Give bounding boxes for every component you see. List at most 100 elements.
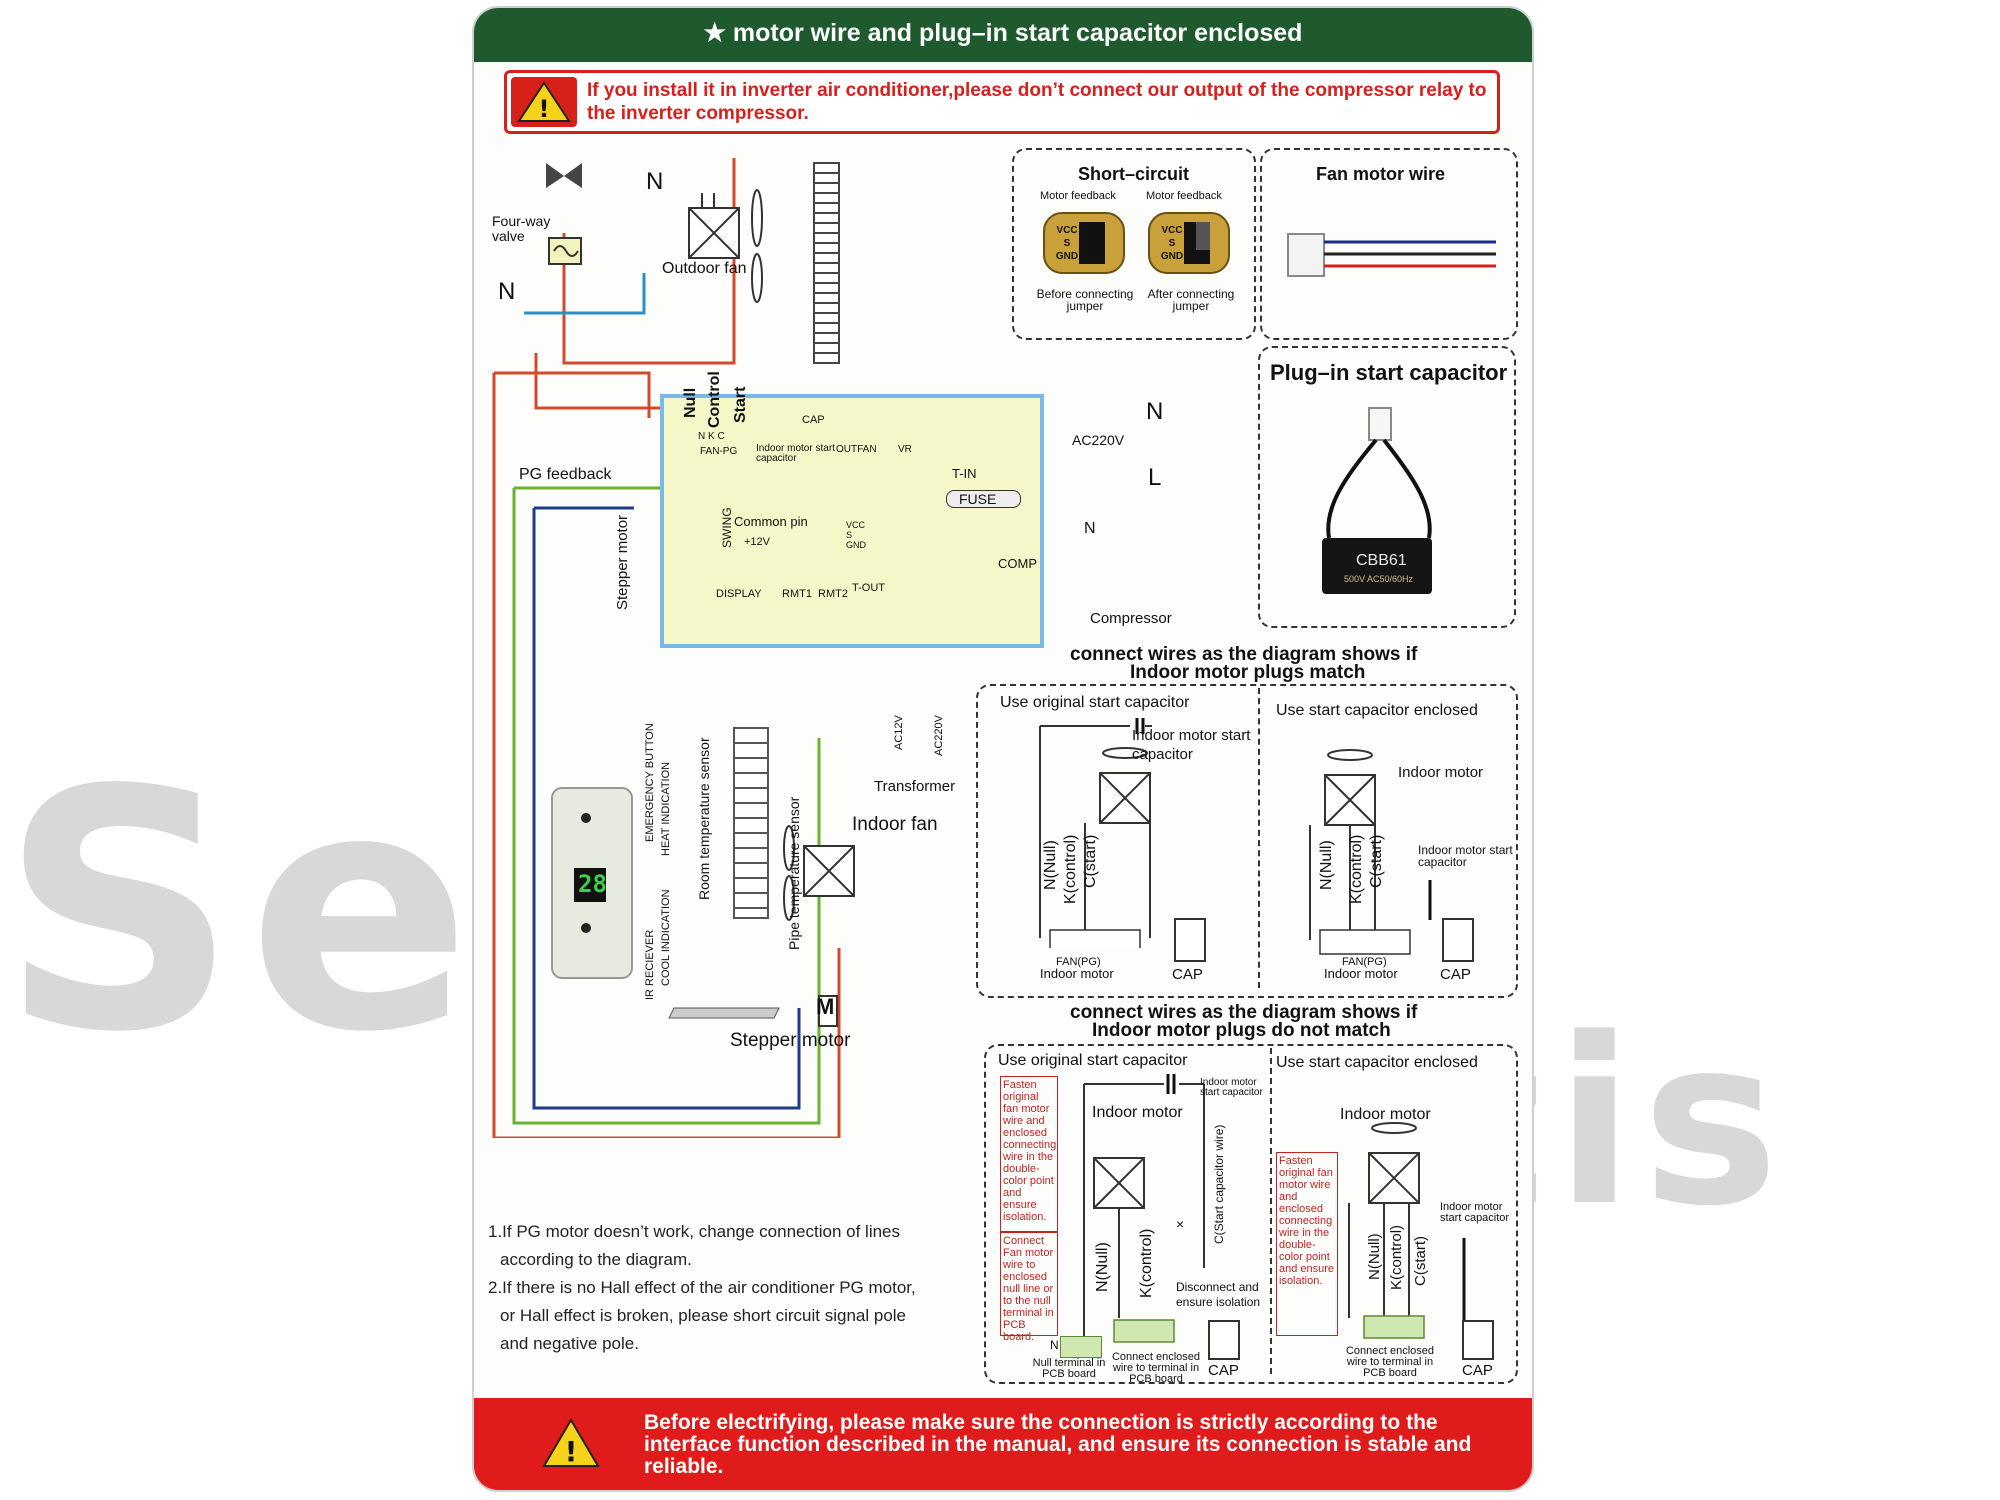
match-left-k-control: K(control) — [1062, 834, 1079, 904]
note-2b: or Hall effect is broken, please short c… — [500, 1306, 906, 1325]
pcb-t-in-label: T-IN — [952, 466, 977, 481]
line-label-supply: L — [1148, 464, 1162, 491]
match-divider — [1258, 688, 1260, 988]
nomatch-left-cap: CAP — [1208, 1362, 1239, 1379]
motor-feedback-before-label: Motor feedback — [1040, 190, 1116, 202]
match-title-2: Indoor motor plugs match — [1130, 662, 1366, 683]
bottom-warning-icon: ! — [542, 1418, 600, 1468]
nomatch-right-motor-label: Indoor motor — [1340, 1106, 1431, 1123]
top-warning: ! If you install it in inverter air cond… — [504, 70, 1500, 134]
match-right-k-control: K(control) — [1348, 834, 1365, 904]
match-left-n-null: N(Null) — [1042, 840, 1059, 890]
match-right-motor — [1309, 749, 1432, 955]
display-digits: 28 — [578, 870, 607, 898]
pcb-plus12v-label: +12V — [744, 536, 770, 548]
match-left-fan-pg: FAN(PG) — [1056, 956, 1101, 968]
four-way-valve — [546, 163, 582, 265]
nomatch-title-1: connect wires as the diagram shows if — [1070, 1002, 1418, 1023]
neutral-label-compressor: N — [1084, 520, 1096, 537]
condenser-coil — [813, 162, 840, 364]
nomatch-null-terminal — [1060, 1336, 1102, 1358]
nomatch-divider — [1270, 1048, 1272, 1374]
pcb-outfan-label: OUTFAN — [836, 444, 877, 455]
compressor-label: Compressor — [1090, 610, 1172, 627]
fan-motor-wire-image — [1287, 233, 1496, 277]
neutral-label-supply: N — [1146, 398, 1164, 425]
pcb-cap-label: CAP — [802, 414, 825, 426]
nomatch-right-title: Use start capacitor enclosed — [1276, 1054, 1478, 1071]
pg-feedback-label: PG feedback — [519, 466, 612, 483]
nomatch-left-null-note: Connect Fan motor wire to enclosed null … — [1000, 1232, 1058, 1343]
nomatch-right-motor — [1348, 1122, 1466, 1339]
bottom-warning: ! Before electrifying, please make sure … — [474, 1398, 1532, 1490]
match-left-cap-plug — [1174, 918, 1206, 962]
stepper-motor-m-label: M — [816, 994, 835, 1019]
fan-motor-wire-title: Fan motor wire — [1316, 164, 1446, 184]
jumper-connectors — [1043, 212, 1230, 274]
capacitor-label: CBB61 — [1356, 552, 1407, 569]
match-title-1: connect wires as the diagram shows if — [1070, 644, 1418, 665]
match-right-cap-label: Indoor motor start capacitor — [1418, 843, 1513, 869]
nomatch-c-start-wire: C(Start capacitor wire) — [1212, 1124, 1226, 1244]
nomatch-right-cap: CAP — [1462, 1362, 1493, 1379]
stepper-motor-label: Stepper motor — [730, 1030, 851, 1051]
nomatch-right-cap-label: Indoor motor start capacitor — [1440, 1201, 1510, 1224]
match-right-fan-pg: FAN(PG) — [1342, 956, 1387, 968]
pcb-nkc-label: N K C — [698, 431, 725, 442]
match-left-cap-label: Indoor motor start capacitor — [1132, 727, 1251, 763]
nomatch-left-cap-plug — [1208, 1320, 1240, 1360]
emergency-button-label: EMERGENCY BUTTON — [644, 723, 656, 842]
match-box — [976, 684, 1518, 998]
before-jumper-label: Before connecting jumper — [1036, 287, 1134, 313]
indoor-fan-label: Indoor fan — [852, 814, 938, 835]
pcb-vr-label: VR — [898, 444, 912, 455]
nomatch-left-title: Use original start capacitor — [998, 1052, 1188, 1069]
nomatch-right-cap-plug — [1462, 1320, 1494, 1360]
room-sensor-coil — [733, 727, 769, 919]
nomatch-right-n-null: N(Null) — [1366, 1233, 1383, 1280]
top-warning-text: If you install it in inverter air condit… — [587, 80, 1487, 124]
match-right-title: Use start capacitor enclosed — [1276, 702, 1478, 719]
plug-in-cap-title: Plug–in start capacitor — [1270, 360, 1508, 385]
pcb-ac220v-label: AC220V — [1072, 432, 1125, 448]
match-left-motor — [1039, 718, 1152, 948]
nomatch-right-connect-label: Connect enclosed wire to terminal in PCB… — [1345, 1345, 1435, 1379]
nomatch-right-fasten-note: Fasten original fan motor wire and enclo… — [1276, 1152, 1338, 1336]
pcb-comp-label: COMP — [998, 556, 1037, 571]
jumper-pins-after: VCC S GND — [1160, 225, 1184, 262]
pcb-common-pin-label: Common pin — [734, 514, 808, 529]
nomatch-left-n-null: N(Null) — [1094, 1242, 1111, 1292]
svg-text:!: ! — [539, 95, 550, 123]
pcb-null-label: Null — [682, 387, 699, 418]
nomatch-null-terminal-label: Null terminal in PCB board — [1032, 1357, 1106, 1380]
warning-icon: ! — [511, 77, 577, 127]
short-circuit-box — [1012, 148, 1256, 340]
nomatch-right-k-control: K(control) — [1388, 1224, 1405, 1290]
pcb-swing-label: SWING — [720, 507, 734, 548]
note-2c: and negative pole. — [500, 1334, 639, 1353]
nomatch-left-motor — [1083, 1074, 1205, 1348]
pcb-control-label: Control — [706, 371, 723, 428]
neutral-label-valve: N — [498, 278, 516, 305]
pcb-vcc-s-gnd-label: VCC S GND — [846, 520, 866, 550]
pcb-fuse-label: FUSE — [946, 490, 1022, 508]
pcb-rmt2-label: RMT2 — [818, 588, 848, 600]
match-left-indoor-motor: Indoor motor — [1040, 966, 1114, 981]
note-1a: 1.If PG motor doesn’t work, change conne… — [488, 1222, 901, 1241]
heat-indication-label: HEAT INDICATION — [660, 761, 672, 856]
bottom-warning-text: Before electrifying, please make sure th… — [644, 1411, 1472, 1478]
four-way-valve-label: Four-way valve — [492, 213, 551, 244]
neutral-label-fan: N — [646, 168, 664, 195]
nomatch-n-label: N — [1050, 1338, 1059, 1352]
outdoor-fan-label: Outdoor fan — [662, 260, 747, 277]
match-right-cap: CAP — [1440, 966, 1471, 983]
instruction-card: ★ motor wire and plug–in start capacitor… — [472, 6, 1534, 1492]
pcb-rmt1-label: RMT1 — [782, 588, 812, 600]
match-right-indoor-motor: Indoor motor — [1324, 966, 1398, 981]
pcb-t-out-label: T-OUT — [852, 582, 885, 594]
nomatch-box — [984, 1044, 1518, 1384]
header-bar: ★ motor wire and plug–in start capacitor… — [474, 8, 1532, 62]
nomatch-left-fasten-note: Fasten original fan motor wire and enclo… — [1000, 1076, 1058, 1232]
display-panel — [551, 787, 633, 979]
capacitor-rating: 500V AC50/60Hz — [1344, 574, 1414, 584]
